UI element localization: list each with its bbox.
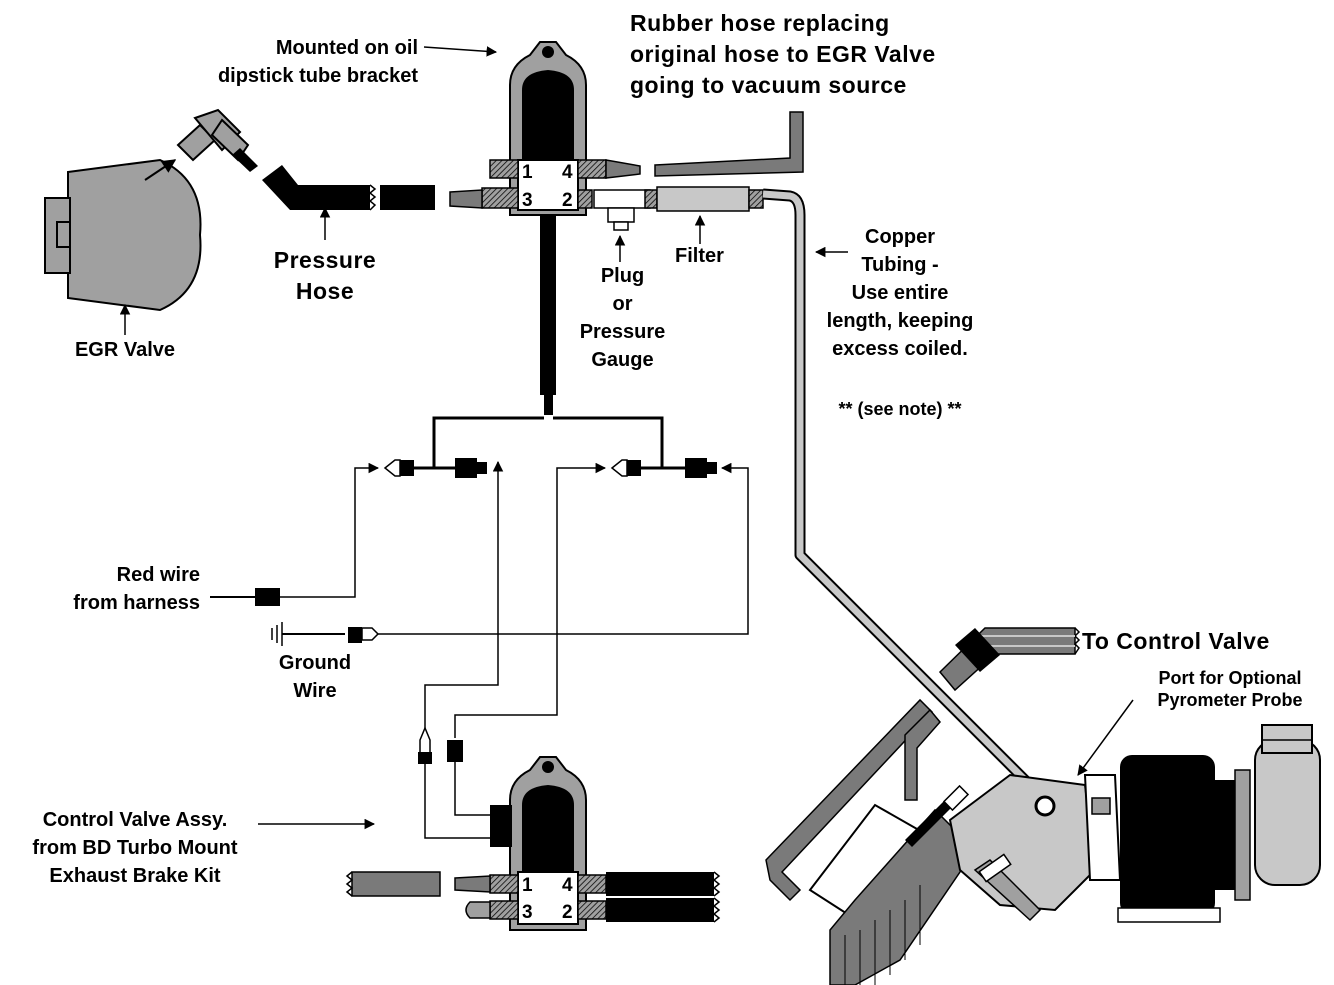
control-valve-label-line-2: from BD Turbo Mount	[32, 837, 238, 859]
control-wire-right	[454, 462, 607, 738]
pressure-hose-label: Pressure Hose	[255, 245, 395, 307]
control-valve-assy-label: Control Valve Assy. from BD Turbo Mount …	[10, 806, 260, 890]
copper-label-line-2: Tubing -	[861, 254, 939, 276]
filter-label: Filter	[675, 245, 724, 267]
bottom-port-1: 1	[522, 875, 533, 896]
copper-label-line-1: Copper	[865, 226, 935, 248]
bottom-port-3: 3	[522, 902, 533, 923]
rubber-hose-label: Rubber hose replacing original hose to E…	[630, 8, 936, 101]
copper-label-line-5: excess coiled.	[832, 338, 968, 360]
copper-tubing-label: Copper Tubing - Use entire length, keepi…	[815, 223, 985, 363]
copper-label-line-3: Use entire	[851, 282, 949, 304]
red-wire-label-line-2: from harness	[73, 592, 200, 614]
ground-wire	[271, 462, 749, 646]
control-valve-label-line-3: Exhaust Brake Kit	[49, 865, 221, 887]
wire-harness	[383, 215, 717, 478]
pyrometer-port-label: Port for Optional Pyrometer Probe	[1130, 667, 1330, 711]
pressure-hose-label-line-1: Pressure	[273, 247, 377, 273]
mounted-label-line-2: dipstick tube bracket	[217, 65, 418, 87]
control-wire-left	[424, 460, 504, 728]
plug-label-line-2: or	[612, 293, 633, 315]
red-wire-label-line-1: Red wire	[116, 564, 200, 586]
top-port-4: 4	[562, 162, 573, 183]
control-valve-solenoid: 1 4 3 2	[418, 726, 721, 931]
turbo-exhaust-brake	[765, 627, 1321, 985]
rubber-hose-label-line-2: original hose to EGR Valve	[630, 41, 936, 67]
ground-wire-label: Ground Wire	[255, 649, 375, 705]
egr-elbow-fitting	[176, 108, 258, 172]
pressure-hose	[262, 165, 435, 211]
plug-label-line-4: Gauge	[591, 349, 654, 371]
pyrometer-label-line-1: Port for Optional	[1158, 668, 1302, 688]
egr-valve-label: EGR Valve	[74, 339, 176, 361]
egr-valve	[44, 158, 202, 312]
mounted-label-line-1: Mounted on oil	[275, 37, 418, 59]
ground-wire-label-line-2: Wire	[293, 680, 337, 702]
bottom-port-2: 2	[562, 902, 573, 923]
control-valve-label-line-1: Control Valve Assy.	[42, 809, 228, 831]
bottom-port-4: 4	[562, 875, 573, 896]
top-port-2: 2	[562, 190, 573, 211]
ground-wire-label-line-1: Ground	[278, 652, 352, 674]
top-port-3: 3	[522, 190, 533, 211]
control-valve-inlet-hose	[345, 871, 441, 897]
pressure-hose-label-line-2: Hose	[295, 278, 355, 304]
rubber-hose-vacuum	[654, 111, 804, 177]
see-note-label: ** (see note) **	[838, 399, 962, 419]
plug-label-line-1: Plug	[600, 265, 645, 287]
red-wire-label: Red wire from harness	[20, 561, 200, 617]
to-control-valve-label: To Control Valve	[1082, 628, 1270, 654]
rubber-hose-label-line-3: going to vacuum source	[630, 72, 907, 98]
tee-and-filter	[593, 186, 764, 262]
plug-label-line-3: Pressure	[579, 321, 666, 343]
red-wire	[210, 462, 380, 606]
mounted-label: Mounted on oil dipstick tube bracket	[168, 34, 418, 90]
copper-label-line-4: length, keeping	[826, 310, 974, 332]
pyrometer-label-line-2: Pyrometer Probe	[1157, 690, 1303, 710]
top-solenoid: 1 4 3 2	[449, 41, 641, 216]
plug-gauge-label: Plug or Pressure Gauge	[570, 262, 675, 374]
top-port-1: 1	[522, 162, 533, 183]
rubber-hose-label-line-1: Rubber hose replacing	[630, 10, 890, 36]
